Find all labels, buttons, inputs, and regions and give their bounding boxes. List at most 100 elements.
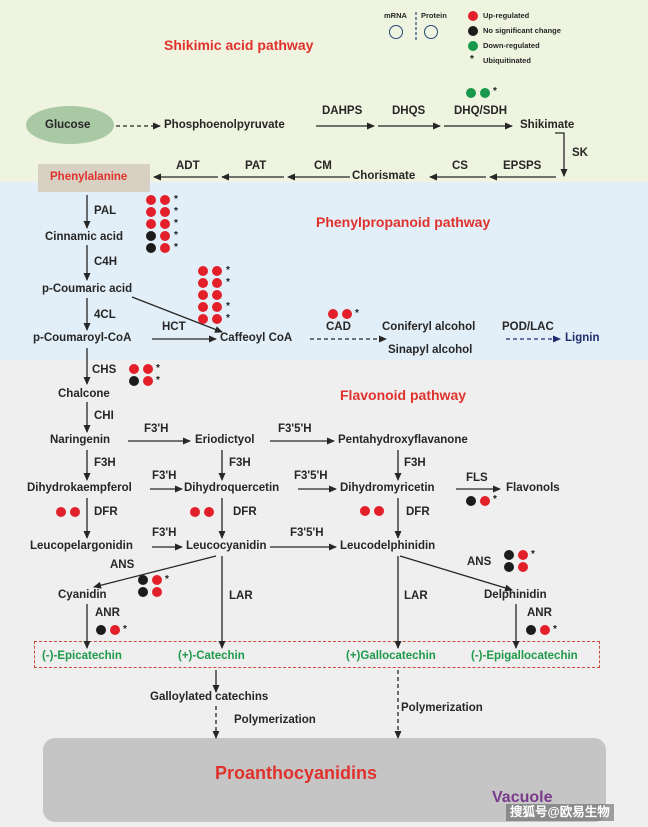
enzyme-c4h: C4H (94, 256, 118, 268)
enzyme-pal: PAL (94, 205, 117, 217)
dot-pal-5b (160, 243, 170, 253)
dot-4cl-5a (198, 314, 208, 324)
enzyme-f3h-prime-c: F3'H (152, 527, 177, 539)
star-4cl-5: * (226, 313, 230, 324)
compound-cyanidin: Cyanidin (58, 589, 107, 601)
dot-4cl-2a (198, 278, 208, 288)
process-polymerization-1: Polymerization (234, 714, 316, 726)
glucose-node (26, 106, 114, 144)
dot-ans1-2a (138, 587, 148, 597)
dot-4cl-3a (198, 290, 208, 300)
dot-ans1-1b (152, 575, 162, 585)
enzyme-anr-1: ANR (95, 607, 120, 619)
enzyme-4cl: 4CL (94, 309, 116, 321)
enzyme-adt: ADT (176, 160, 200, 172)
compound-naringenin: Naringenin (50, 434, 111, 446)
dot-dfr2-protein (204, 507, 214, 517)
compound-chalcone: Chalcone (58, 388, 110, 400)
dot-pal-4a (146, 231, 156, 241)
compound-coniferyl-alcohol: Coniferyl alcohol (382, 321, 476, 333)
dot-cad-mrna (328, 309, 338, 319)
compound-shikimate: Shikimate (520, 119, 575, 131)
star-4cl-4: * (226, 301, 230, 312)
dot-dfr1-protein (70, 507, 80, 517)
enzyme-f3h-prime-b: F3'H (152, 470, 177, 482)
dot-cad-protein (342, 309, 352, 319)
enzyme-chi: CHI (94, 410, 114, 422)
star-chs-2: * (156, 375, 160, 386)
compound-cinnamic-acid: Cinnamic acid (45, 231, 123, 243)
compound-sinapyl-alcohol: Sinapyl alcohol (388, 344, 473, 356)
star-4cl-2: * (226, 277, 230, 288)
compound-catechin: (+)-Catechin (178, 650, 245, 662)
compound-pep: Phosphoenolpyruvate (164, 119, 285, 131)
compound-galloylated-catechins: Galloylated catechins (150, 691, 269, 703)
dot-pal-4b (160, 231, 170, 241)
enzyme-lar-2: LAR (404, 590, 428, 602)
dot-4cl-1b (212, 266, 222, 276)
compound-epigallocatechin: (-)-Epigallocatechin (471, 650, 578, 662)
dot-dfr3-mrna (360, 506, 370, 516)
compound-p-coumaroyl-coa: p-Coumaroyl-CoA (33, 332, 132, 344)
compound-flavonols: Flavonols (506, 482, 560, 494)
enzyme-f3h-1: F3H (94, 457, 116, 469)
dot-dfr2-mrna (190, 507, 200, 517)
process-polymerization-2: Polymerization (401, 702, 483, 714)
compound-delphinidin: Delphinidin (484, 589, 547, 601)
legend-down-text: Down-regulated (483, 41, 540, 50)
legend-protein-circle (424, 25, 438, 39)
compound-dihydrokaempferol: Dihydrokaempferol (27, 482, 132, 494)
legend-up-dot (468, 11, 478, 21)
dot-ans2-2a (504, 562, 514, 572)
star-ans1-1: * (165, 574, 169, 585)
compound-leucopelargonidin: Leucopelargonidin (30, 540, 133, 552)
enzyme-fls: FLS (466, 472, 488, 484)
compound-eriodictyol: Eriodictyol (195, 434, 255, 446)
dot-4cl-2b (212, 278, 222, 288)
dot-anr1-mrna (96, 625, 106, 635)
dot-pal-2a (146, 207, 156, 217)
enzyme-dhqs: DHQS (392, 105, 426, 117)
enzyme-ans-1: ANS (110, 559, 135, 571)
dot-pal-1a (146, 195, 156, 205)
enzyme-dfr-3: DFR (406, 506, 430, 518)
compound-p-coumaric-acid: p-Coumaric acid (42, 283, 133, 295)
watermark: 搜狐号@欧易生物 (506, 804, 614, 821)
dot-4cl-5b (212, 314, 222, 324)
enzyme-dhq-sdh: DHQ/SDH (454, 105, 508, 117)
dot-4cl-1a (198, 266, 208, 276)
enzyme-f35h-c: F3'5'H (290, 527, 324, 539)
dot-ans2-1b (518, 550, 528, 560)
dot-4cl-4b (212, 302, 222, 312)
shikimic-band (0, 0, 648, 182)
star-4cl-1: * (226, 265, 230, 276)
dot-ans2-1a (504, 550, 514, 560)
dot-dhqsdh-protein (480, 88, 490, 98)
phenylalanine-box (38, 164, 150, 192)
dot-pal-2b (160, 207, 170, 217)
enzyme-f3h-3: F3H (404, 457, 426, 469)
legend-up-text: Up-regulated (483, 11, 530, 20)
enzyme-dahps: DAHPS (322, 105, 363, 117)
dot-pal-1b (160, 195, 170, 205)
compound-leucodelphinidin: Leucodelphinidin (340, 540, 436, 552)
enzyme-hct: HCT (162, 321, 186, 333)
dot-anr2-mrna (526, 625, 536, 635)
star-pal-4: * (174, 230, 178, 241)
enzyme-f3h-2: F3H (229, 457, 251, 469)
catechins-box (34, 641, 600, 668)
star-dhqsdh: * (493, 86, 497, 97)
dot-chs-2b (143, 376, 153, 386)
star-pal-5: * (174, 242, 178, 253)
dot-pal-5a (146, 243, 156, 253)
star-cad: * (355, 308, 359, 319)
enzyme-f3h-prime-a: F3'H (144, 423, 169, 435)
enzyme-f35h-a: F3'5'H (278, 423, 312, 435)
legend-star-symbol: * (470, 54, 474, 65)
compound-chorismate: Chorismate (352, 170, 416, 182)
star-pal-1: * (174, 194, 178, 205)
compound-dihydromyricetin: Dihydromyricetin (340, 482, 435, 494)
dot-pal-3b (160, 219, 170, 229)
enzyme-cad: CAD (326, 321, 351, 333)
